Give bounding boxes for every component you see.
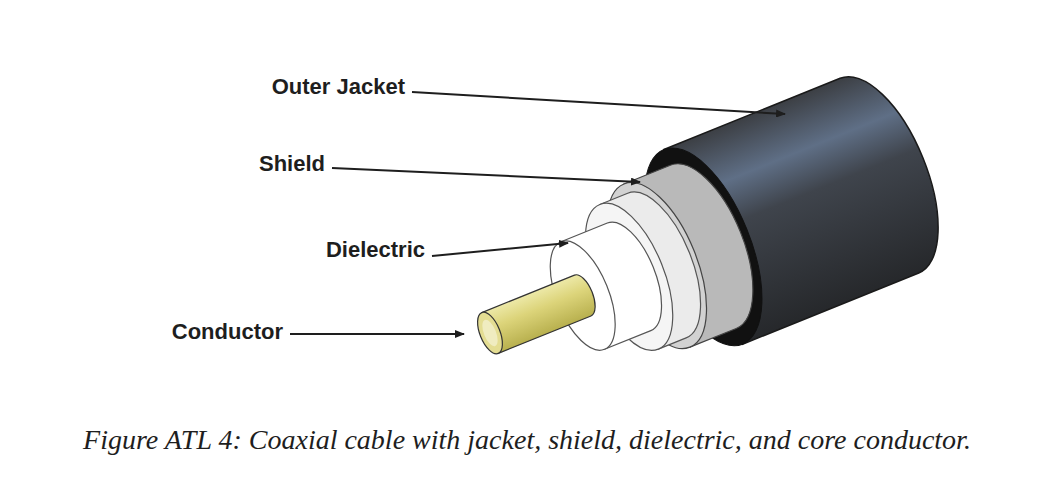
figure-caption: Figure ATL 4: Coaxial cable with jacket,… bbox=[0, 422, 1054, 458]
conductor-face-highlight bbox=[479, 318, 501, 348]
conductor-face bbox=[472, 309, 507, 357]
leader-line bbox=[290, 333, 464, 335]
part-label: Outer Jacket bbox=[272, 73, 405, 101]
leader-line bbox=[332, 168, 640, 182]
part-label: Shield bbox=[259, 150, 325, 178]
part-label: Conductor bbox=[172, 318, 283, 346]
part-label: Dielectric bbox=[326, 236, 425, 264]
leader-line bbox=[412, 92, 785, 114]
leader-line bbox=[432, 243, 568, 256]
